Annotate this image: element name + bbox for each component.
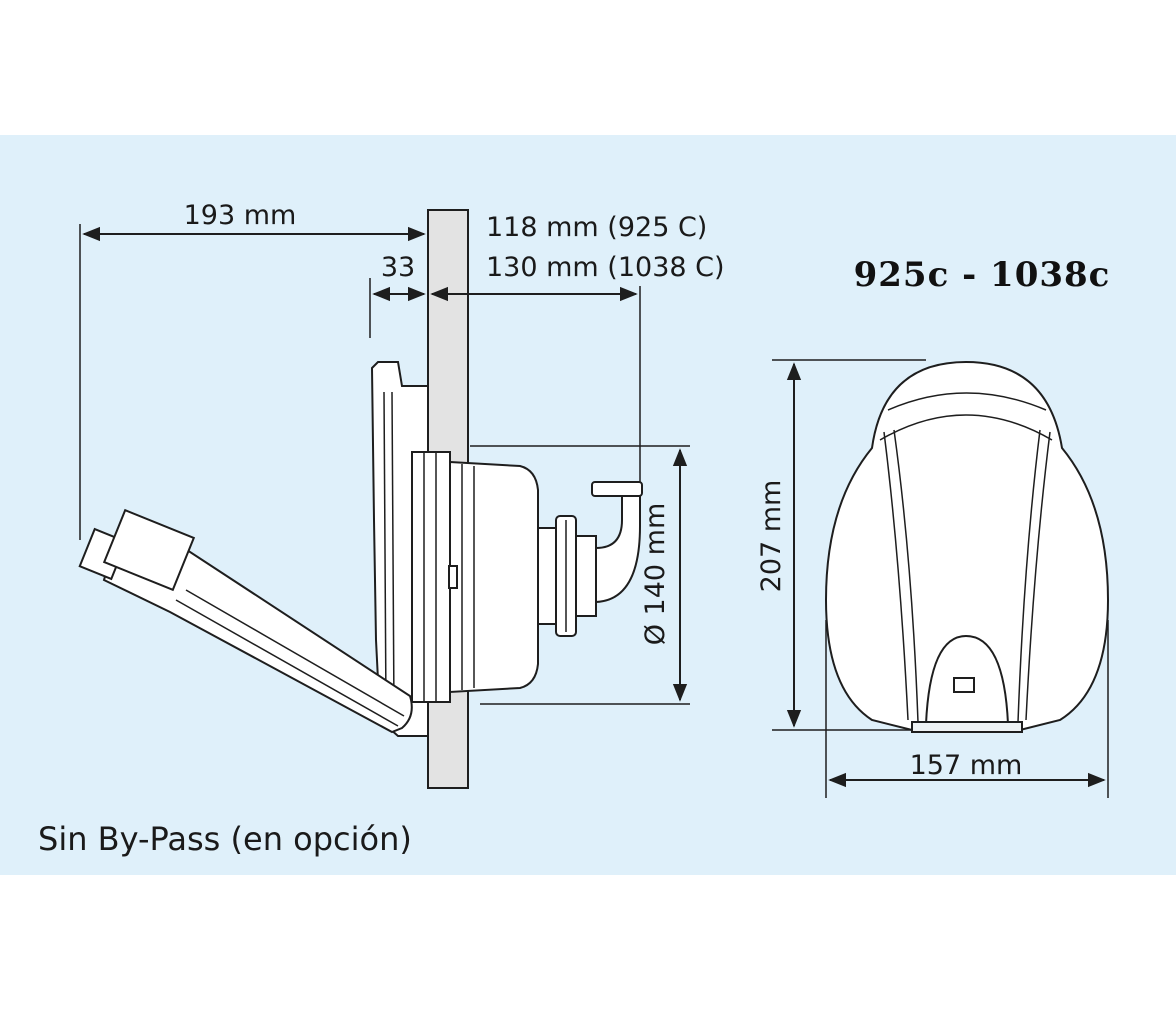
front-view: 207 mm 157 mm [756,359,1110,798]
dim-label-height: 207 mm [756,480,787,593]
cover-ridge-upper [887,392,1047,411]
cover-seam-left-inner [893,429,919,723]
dim-label-width: 157 mm [910,750,1023,781]
outlet-elbow [595,487,641,604]
cover-seam-right [1025,431,1051,721]
model-title: 925c - 1038c [854,255,1111,295]
outlet-spigot [591,481,643,497]
caption: Sin By-Pass (en opción) [38,820,412,858]
pump-body [449,460,539,694]
dim-label-body-depth-1038: 130 mm (1038 C) [486,252,725,283]
cover-ridge-top [879,414,1053,441]
dim-label-diameter: Ø 140 mm [640,503,671,646]
outlet-coupling [575,535,597,617]
cover-seam-left [883,431,909,721]
flange-edge-line [383,391,387,711]
cover-seam-right-inner [1017,429,1041,723]
dim-label-body-depth-925: 118 mm (925 C) [486,212,707,243]
brand-badge [953,677,975,693]
dim-label-overall-length: 193 mm [184,200,297,231]
handle-grip [102,508,196,592]
side-view: 193 mm 33 118 mm (925 C) 130 mm (1038 C)… [78,200,725,789]
handle-lever [102,546,413,734]
dim-label-flange-depth: 33 [381,252,415,283]
flange-inner-line [391,391,395,713]
rear-collar [411,451,451,703]
body-tab [448,565,458,589]
cover-base [911,721,1023,733]
